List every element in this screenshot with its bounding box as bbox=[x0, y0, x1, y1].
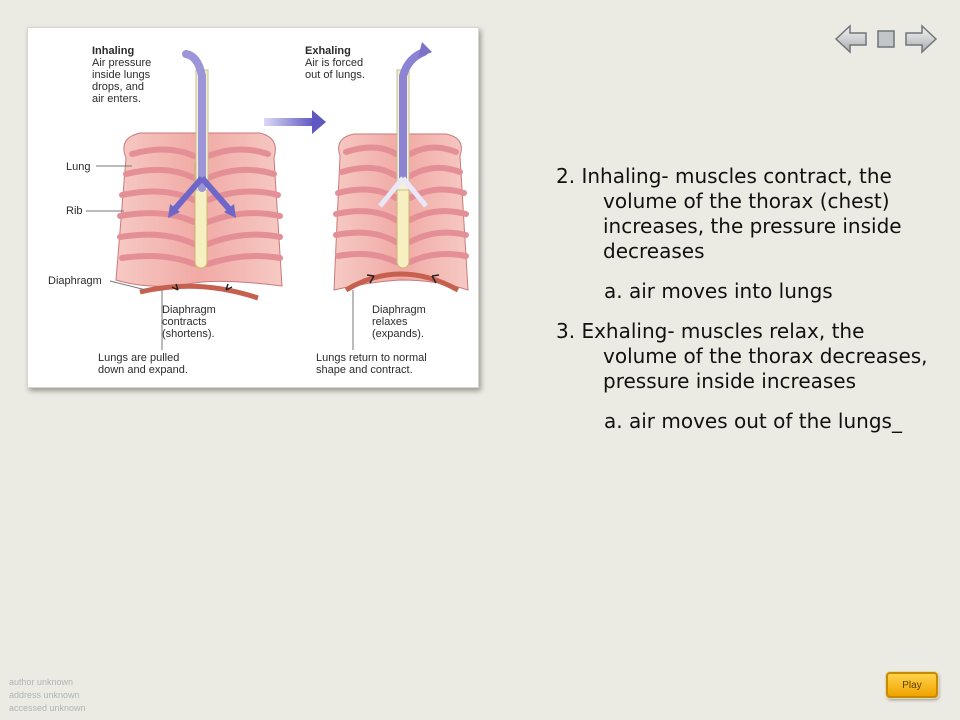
exhaling-torso bbox=[333, 133, 469, 293]
breathing-diagram: Inhaling Air pressure inside lungs drops… bbox=[27, 27, 479, 388]
diaphragm-relaxes-label: Diaphragm relaxes (expands). bbox=[372, 304, 426, 340]
lungs-return-label: Lungs return to normal shape and contrac… bbox=[316, 352, 427, 376]
inhaling-torso bbox=[115, 132, 283, 301]
breathing-diagram-graphic bbox=[86, 42, 469, 350]
rib-label: Rib bbox=[66, 205, 83, 217]
square-stop-icon[interactable] bbox=[876, 29, 896, 49]
point-inhaling-sub: a. air moves into lungs bbox=[604, 279, 833, 303]
slide-body: 2. Inhaling- muscles contract, the volum… bbox=[556, 164, 936, 449]
slide-navigation bbox=[834, 22, 938, 56]
diaphragm-label: Diaphragm bbox=[48, 275, 102, 287]
point-exhaling: 3. Exhaling- muscles relax, the volume o… bbox=[556, 319, 928, 393]
exhaling-airway bbox=[378, 42, 432, 208]
arrow-left-icon[interactable] bbox=[834, 22, 868, 56]
inhaling-caption: Inhaling Air pressure inside lungs drops… bbox=[92, 45, 152, 105]
credit-author: author unknown bbox=[9, 677, 74, 687]
arrow-right-icon[interactable] bbox=[904, 22, 938, 56]
leader-lines bbox=[86, 165, 354, 350]
lungs-pulled-label: Lungs are pulled down and expand. bbox=[98, 352, 188, 376]
credit-address: address unknown bbox=[9, 690, 80, 700]
lung-label: Lung bbox=[66, 161, 91, 173]
transition-arrow bbox=[264, 110, 326, 134]
credit-accessed: accessed unknown bbox=[9, 703, 86, 713]
diaphragm-contracts-label: Diaphragm contracts (shortens). bbox=[162, 304, 216, 340]
point-exhaling-sub: a. air moves out of the lungs_ bbox=[604, 409, 902, 433]
play-button[interactable]: Play bbox=[886, 672, 938, 698]
inhaling-airway bbox=[168, 50, 236, 218]
point-inhaling: 2. Inhaling- muscles contract, the volum… bbox=[556, 164, 902, 263]
image-credits: author unknown address unknown accessed … bbox=[9, 676, 86, 715]
exhaling-caption: Exhaling Air is forced out of lungs. bbox=[305, 45, 365, 81]
